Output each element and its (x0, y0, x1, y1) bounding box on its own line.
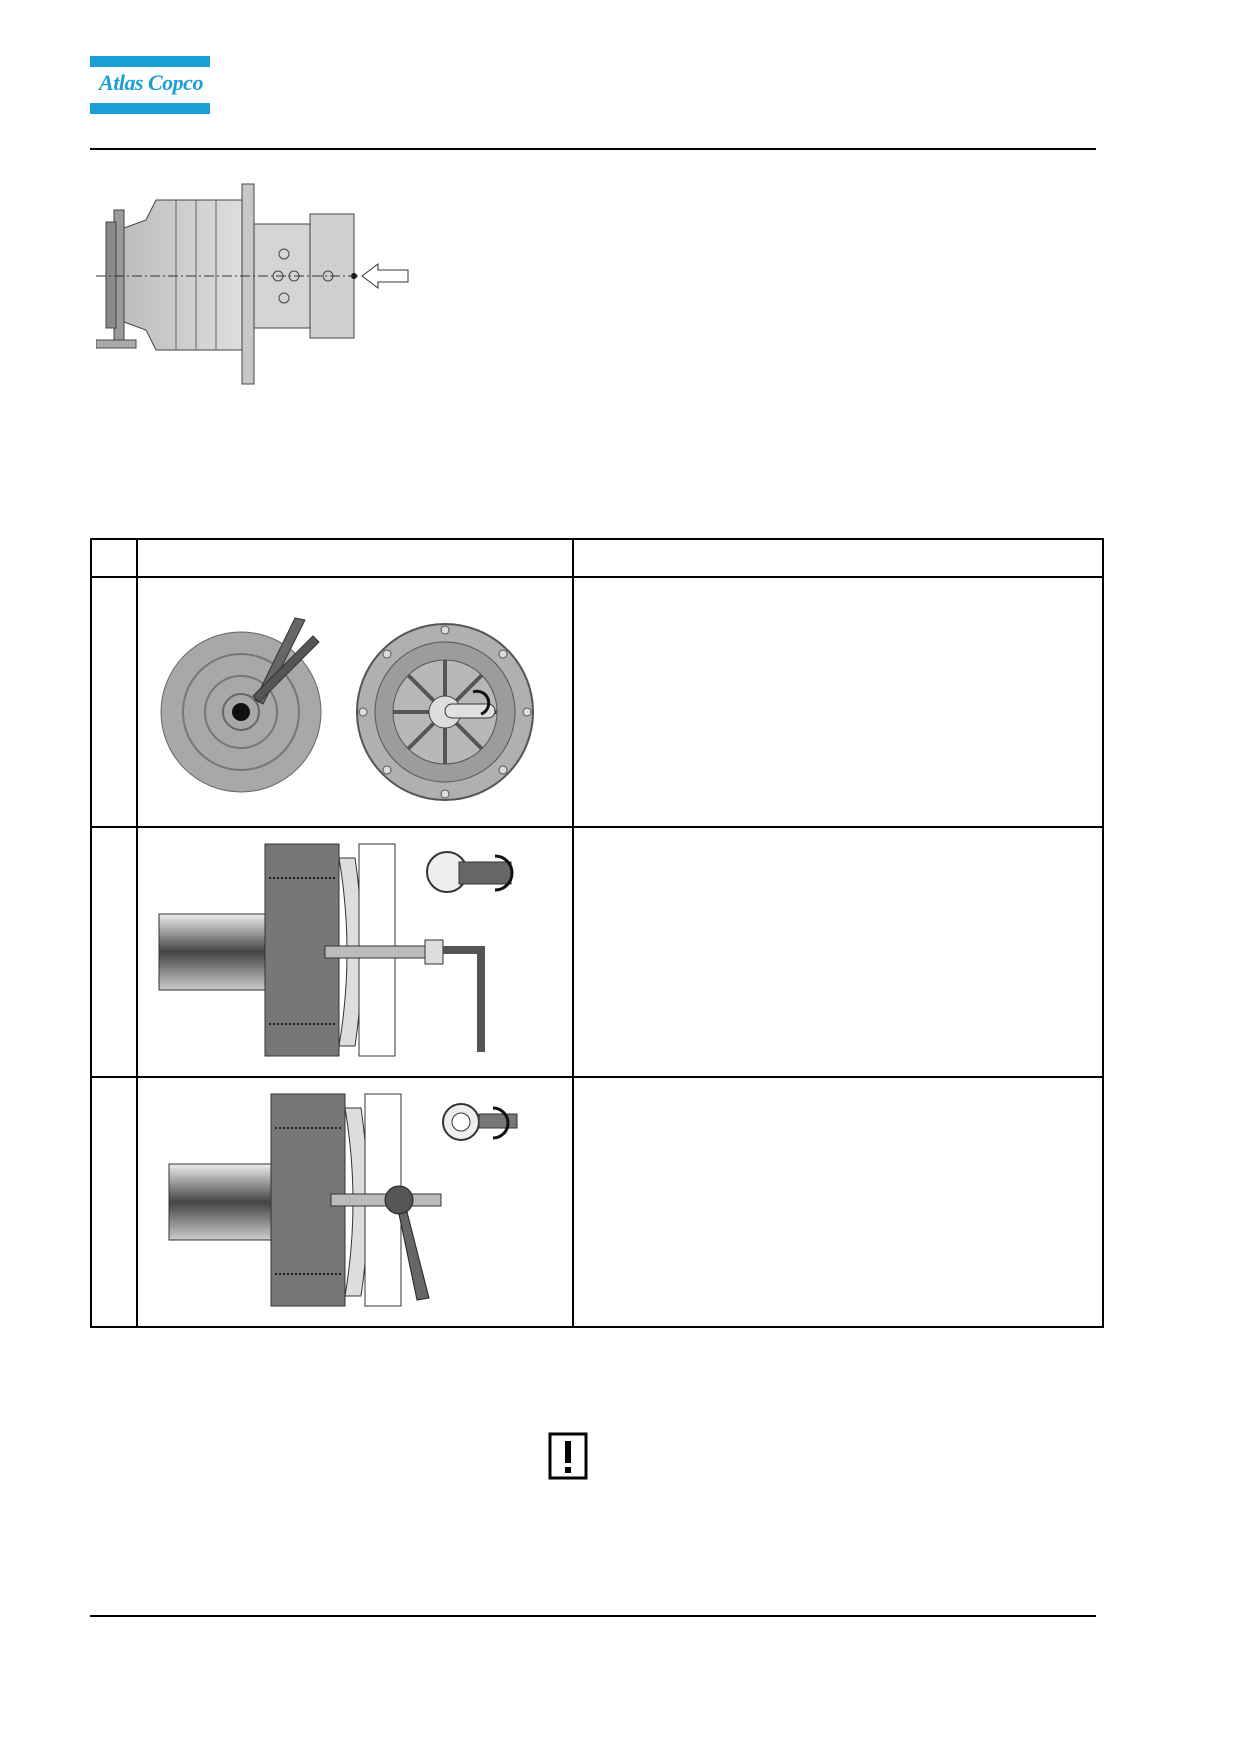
step-figure-cell (136, 1076, 574, 1328)
table-row (90, 826, 1104, 1078)
step-description (572, 826, 1104, 1078)
caution-exclamation-icon (548, 1432, 588, 1480)
table-row (90, 1076, 1104, 1328)
step-description (572, 576, 1104, 828)
column-header-figure (136, 538, 574, 578)
table-header-row (90, 538, 1104, 578)
logo-bar-top (90, 56, 210, 67)
atlas-copco-logo: Atlas Copco (90, 56, 210, 114)
step-number (90, 576, 138, 828)
step-number (90, 1076, 138, 1328)
header-rule (90, 148, 1096, 150)
procedure-table (90, 538, 1104, 1328)
column-header-step (90, 538, 138, 578)
step-number (90, 826, 138, 1078)
column-header-description (572, 538, 1104, 578)
gearbox-side-view-with-arrow (96, 183, 409, 385)
hub-puller-hex-key-figure (158, 843, 514, 1057)
footer-rule (90, 1615, 1096, 1617)
logo-bar-bottom (90, 103, 210, 114)
step-figure-cell (136, 576, 574, 828)
table-row (90, 576, 1104, 828)
logo-wordmark: Atlas Copco (99, 70, 203, 95)
hub-puller-ring-spanner-figure (168, 1093, 518, 1307)
step-figure-cell (136, 826, 574, 1078)
cover-and-pliers-figure (160, 617, 534, 801)
step-description (572, 1076, 1104, 1328)
